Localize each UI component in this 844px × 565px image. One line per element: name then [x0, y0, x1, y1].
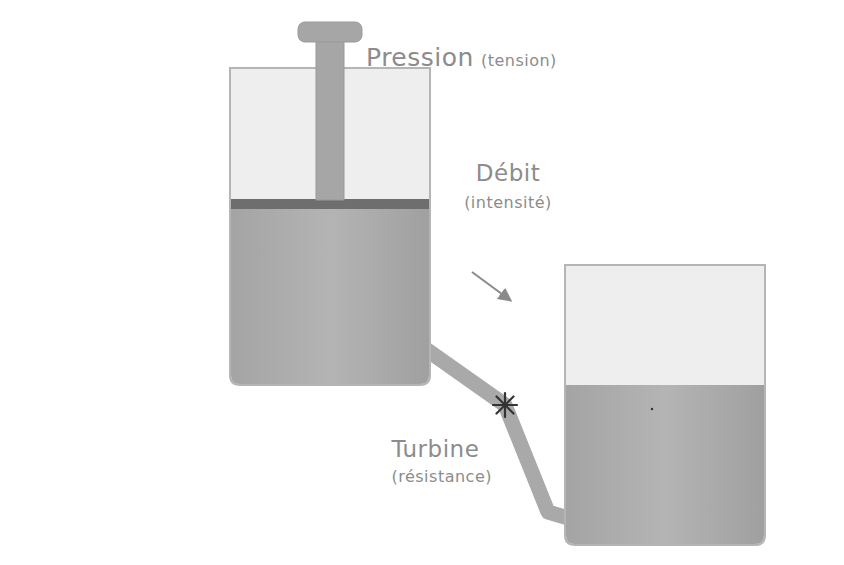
- turbine-symbol: [493, 393, 517, 417]
- quantity-label: Débit: [476, 160, 540, 186]
- component-label: Turbine: [391, 436, 479, 462]
- pipe: [420, 345, 575, 520]
- flow-arrow: [472, 272, 510, 300]
- receiving-tank: [565, 265, 765, 545]
- piston-rod: [316, 40, 344, 200]
- analogy-label: (tension): [481, 52, 557, 70]
- pressure-tank: [230, 22, 430, 385]
- analogy-label: (résistance): [391, 468, 492, 486]
- piston-knob: [298, 22, 362, 42]
- analogy-label: (intensité): [464, 194, 552, 212]
- quantity-label: Pression: [366, 44, 474, 73]
